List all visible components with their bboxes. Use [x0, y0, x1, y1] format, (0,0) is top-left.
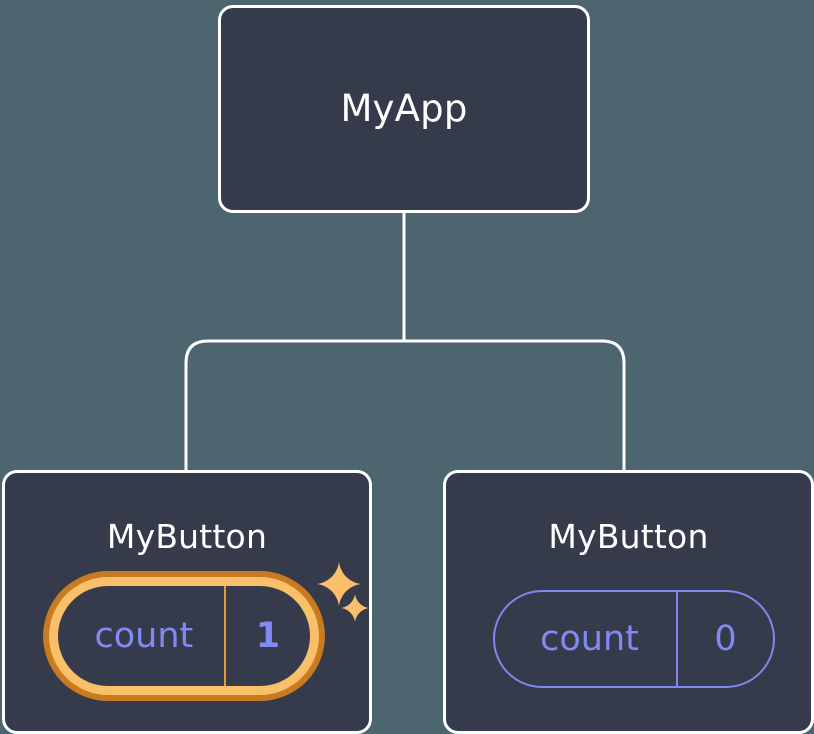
state-value-left: 1 [223, 586, 310, 686]
highlight-ring-inner: count 1 [49, 577, 319, 695]
sparkle-small-icon [341, 594, 369, 622]
state-pill-highlighted[interactable]: count 1 [43, 571, 325, 701]
state-pill-body-right: count 0 [493, 590, 775, 688]
edge-to-right-child [404, 339, 626, 470]
state-pill-plain[interactable]: count 0 [493, 590, 775, 688]
node-title-myapp: MyApp [340, 87, 468, 130]
edge-to-left-child [184, 339, 404, 470]
highlight-ring-outer: count 1 [43, 571, 325, 701]
state-pill-body-left: count 1 [58, 586, 310, 686]
tree-node-myapp[interactable]: MyApp [218, 5, 590, 213]
state-key-right: count [540, 618, 639, 659]
node-title-mybutton-right: MyButton [548, 517, 709, 556]
state-key-left: count [94, 615, 194, 656]
state-value-right: 0 [676, 592, 773, 686]
node-title-mybutton-left: MyButton [106, 517, 268, 556]
sparkle-large-icon [317, 562, 361, 606]
